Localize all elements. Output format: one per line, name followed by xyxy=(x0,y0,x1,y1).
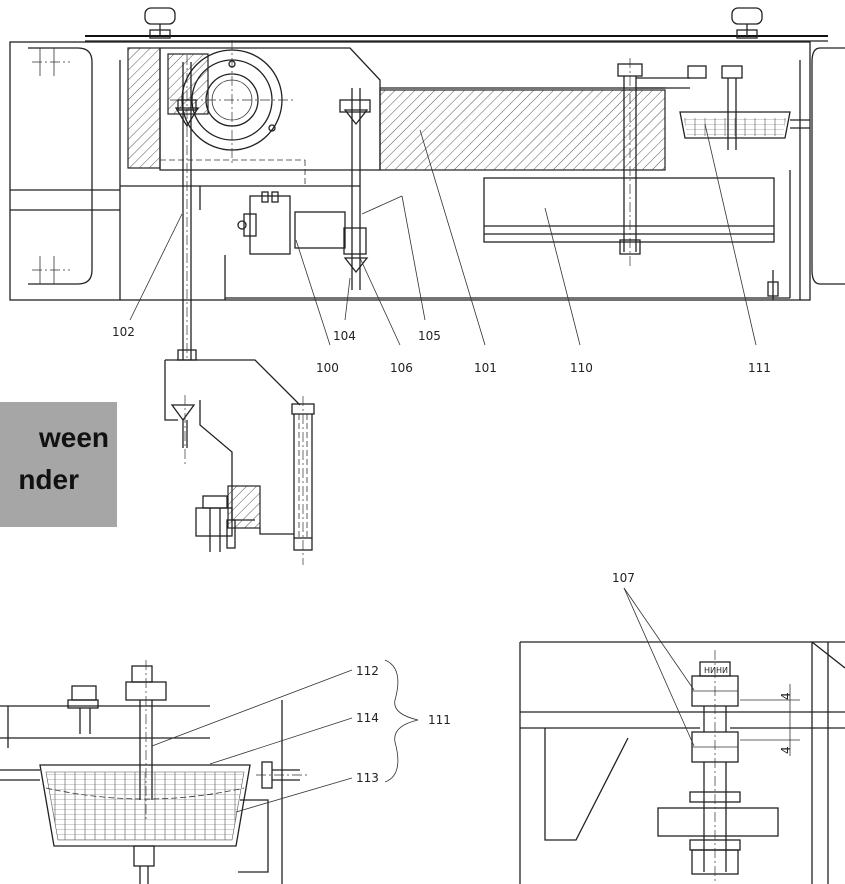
tension-bolt xyxy=(617,58,743,268)
label-113: 113 xyxy=(356,771,379,785)
fitting-group xyxy=(237,88,371,290)
label-112: 112 xyxy=(356,664,379,678)
block-110 xyxy=(483,177,775,243)
rod-hanger-detail xyxy=(164,349,315,565)
label-102: 102 xyxy=(112,325,135,339)
top-knob-left xyxy=(144,7,176,39)
rod-102 xyxy=(174,55,200,360)
label-105: 105 xyxy=(418,329,441,343)
pan-111-top xyxy=(679,111,810,139)
hatched-block-101 xyxy=(379,89,666,171)
label-107: 107 xyxy=(612,571,635,585)
label-111-top: 111 xyxy=(748,361,771,375)
bolt-detail-107: НИНИ 4 4 107 xyxy=(519,571,845,884)
leader-lines-top xyxy=(129,123,757,346)
label-114: 114 xyxy=(356,711,379,725)
nut-text: НИНИ xyxy=(704,666,728,675)
label-111-bottom: 111 xyxy=(428,713,451,727)
top-knob-right xyxy=(731,7,763,39)
label-100: 100 xyxy=(316,361,339,375)
pan-detail-111: 112 114 113 111 xyxy=(0,659,451,884)
label-106: 106 xyxy=(390,361,413,375)
top-assembly-view: 102 100 104 106 105 101 110 111 xyxy=(9,7,845,375)
label-101: 101 xyxy=(474,361,497,375)
label-110: 110 xyxy=(570,361,593,375)
banner-line-1: ween xyxy=(38,422,109,453)
banner-line-2: nder xyxy=(18,464,79,495)
dim-lower: 4 xyxy=(779,746,793,754)
text-banner: ween nder xyxy=(0,402,117,527)
dim-upper: 4 xyxy=(779,692,793,700)
label-104: 104 xyxy=(333,329,356,343)
